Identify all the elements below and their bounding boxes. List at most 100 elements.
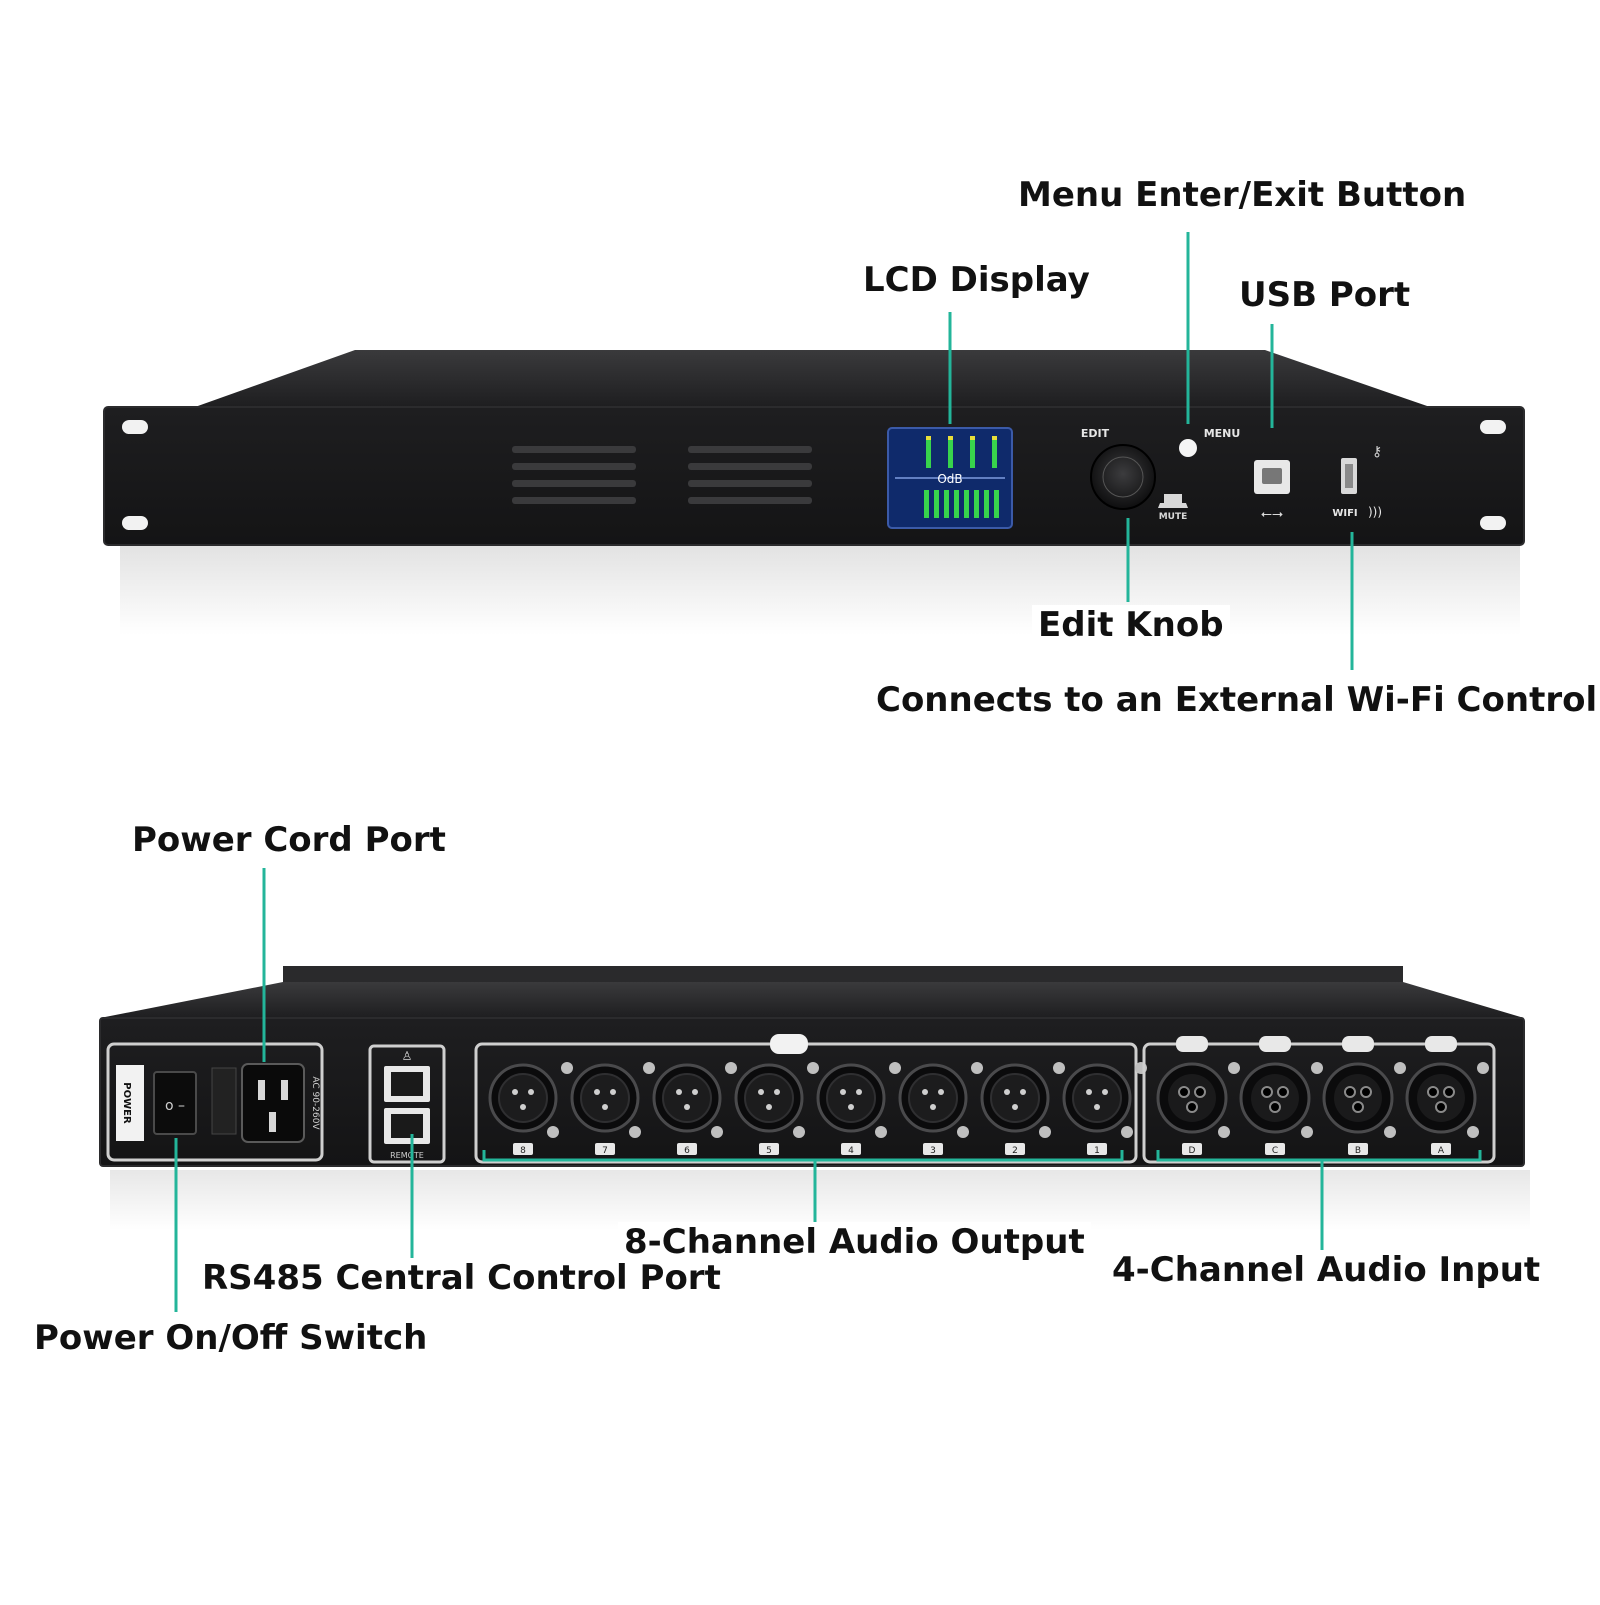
channel-tag [1348, 1143, 1368, 1155]
lcd-meter-bar [994, 490, 999, 518]
lcd-meter-bar [970, 440, 975, 468]
vent-grille-left [512, 446, 636, 504]
callout-rs485-port: RS485 Central Control Port [196, 1258, 727, 1298]
rear-top-surface [100, 982, 1524, 1018]
front-faceplate [103, 406, 1525, 546]
output-channel-number: 7 [602, 1146, 608, 1156]
mounting-screw [807, 1062, 819, 1074]
mounting-screw [875, 1126, 887, 1138]
input-push-tab [1176, 1036, 1208, 1052]
callout-wifi-controller: Connects to an External Wi-Fi Controller [870, 680, 1600, 720]
xlr-input-jack[interactable] [1239, 1062, 1311, 1134]
power-module: POWER o – AC 90-260V [106, 1042, 324, 1162]
remote-module: ♙ REMOTE [368, 1044, 446, 1164]
xlr-output-jack[interactable] [734, 1063, 804, 1133]
leader-lines [174, 232, 1482, 1312]
channel-tag [923, 1143, 943, 1155]
power-label: POWER [121, 1082, 132, 1124]
switch-mark-icon: o – [165, 1098, 185, 1114]
xlr-output-jack[interactable] [1062, 1063, 1132, 1133]
menu-button[interactable] [1179, 439, 1197, 457]
input-push-tab [1342, 1036, 1374, 1052]
rack-hole [122, 420, 148, 434]
rack-hole [1480, 516, 1506, 530]
mounting-screw [1384, 1126, 1396, 1138]
xlr-output-jack[interactable] [980, 1063, 1050, 1133]
xlr-input-jack[interactable] [1156, 1062, 1228, 1134]
output-channel-number: 5 [766, 1146, 772, 1156]
front-panel: OdB EDIT MENU MUTE ⭠⭢ WIFI ))) ⚷ [103, 350, 1525, 635]
output-channel-number: 1 [1094, 1146, 1100, 1156]
xlr-output-jack[interactable] [898, 1063, 968, 1133]
channel-tag [1431, 1143, 1451, 1155]
lcd-readout: OdB [937, 472, 962, 486]
edit-label: EDIT [1081, 427, 1110, 440]
xlr-output-jack[interactable] [652, 1063, 722, 1133]
lcd-meter-peak [926, 436, 931, 440]
lcd-meter-bar [964, 490, 969, 518]
mounting-screw [1228, 1062, 1240, 1074]
network-icon: ♙ [402, 1049, 413, 1063]
lcd-meter-bar [934, 490, 939, 518]
power-switch[interactable] [153, 1071, 197, 1135]
mounting-screw [629, 1126, 641, 1138]
mounting-screw [711, 1126, 723, 1138]
input-meters [926, 436, 997, 468]
mounting-screw [1121, 1126, 1133, 1138]
iec-pin [258, 1080, 265, 1100]
lcd-meter-bar [984, 490, 989, 518]
callout-menu-button: Menu Enter/Exit Button [1012, 175, 1473, 215]
callout-power-switch: Power On/Off Switch [28, 1318, 434, 1358]
channel-tag [513, 1143, 533, 1155]
lcd-meter-bar [944, 490, 949, 518]
edit-knob-cap [1102, 456, 1144, 498]
callout-audio-input: 4-Channel Audio Input [1106, 1250, 1547, 1290]
mounting-screw [1394, 1062, 1406, 1074]
remote-label: REMOTE [390, 1151, 424, 1160]
rear-faceplate [99, 1017, 1525, 1167]
mounting-screw [971, 1062, 983, 1074]
input-channel-letter: B [1355, 1146, 1361, 1156]
xlr-output-jack[interactable] [816, 1063, 886, 1133]
wifi-signal-icon: ))) [1368, 505, 1382, 519]
channel-tag [1087, 1143, 1107, 1155]
lcd-meter-bar [948, 440, 953, 468]
power-cord-port[interactable] [241, 1063, 305, 1143]
front-reflection [120, 545, 1520, 635]
output-channel-number: 2 [1012, 1146, 1018, 1156]
wifi-port-slot [1345, 464, 1353, 488]
input-channel-letter: D [1189, 1146, 1196, 1156]
xlr-input-jack[interactable] [1405, 1062, 1477, 1134]
mounting-screw [793, 1126, 805, 1138]
channel-tag [1005, 1143, 1025, 1155]
lcd-meter-peak [948, 436, 953, 440]
rear-top-lip [283, 966, 1403, 982]
output-channel-number: 6 [684, 1146, 690, 1156]
mounting-screw [1053, 1062, 1065, 1074]
output-channel-number: 4 [848, 1146, 854, 1156]
channel-tag [1265, 1143, 1285, 1155]
mounting-screw [957, 1126, 969, 1138]
xlr-input-jack[interactable] [1322, 1062, 1394, 1134]
mounting-screw [1301, 1126, 1313, 1138]
rear-reflection [110, 1170, 1530, 1230]
xlr-output-jack[interactable] [570, 1063, 640, 1133]
fuse-holder [211, 1067, 237, 1135]
channel-tag [759, 1143, 779, 1155]
xlr-output-jack[interactable] [488, 1063, 558, 1133]
input-push-tab [1259, 1036, 1291, 1052]
lcd-meter-bar [924, 490, 929, 518]
lcd-meter-peak [992, 436, 997, 440]
output-meters [924, 490, 999, 518]
callout-lcd-display: LCD Display [857, 260, 1096, 300]
edit-knob[interactable] [1090, 444, 1156, 510]
power-tag [116, 1065, 144, 1141]
lcd-meter-peak [970, 436, 975, 440]
lcd-meter-bar [954, 490, 959, 518]
callout-usb-port: USB Port [1233, 275, 1417, 315]
mounting-screw [889, 1062, 901, 1074]
front-top-surface [195, 350, 1430, 407]
voltage-label: AC 90-260V [310, 1076, 320, 1130]
